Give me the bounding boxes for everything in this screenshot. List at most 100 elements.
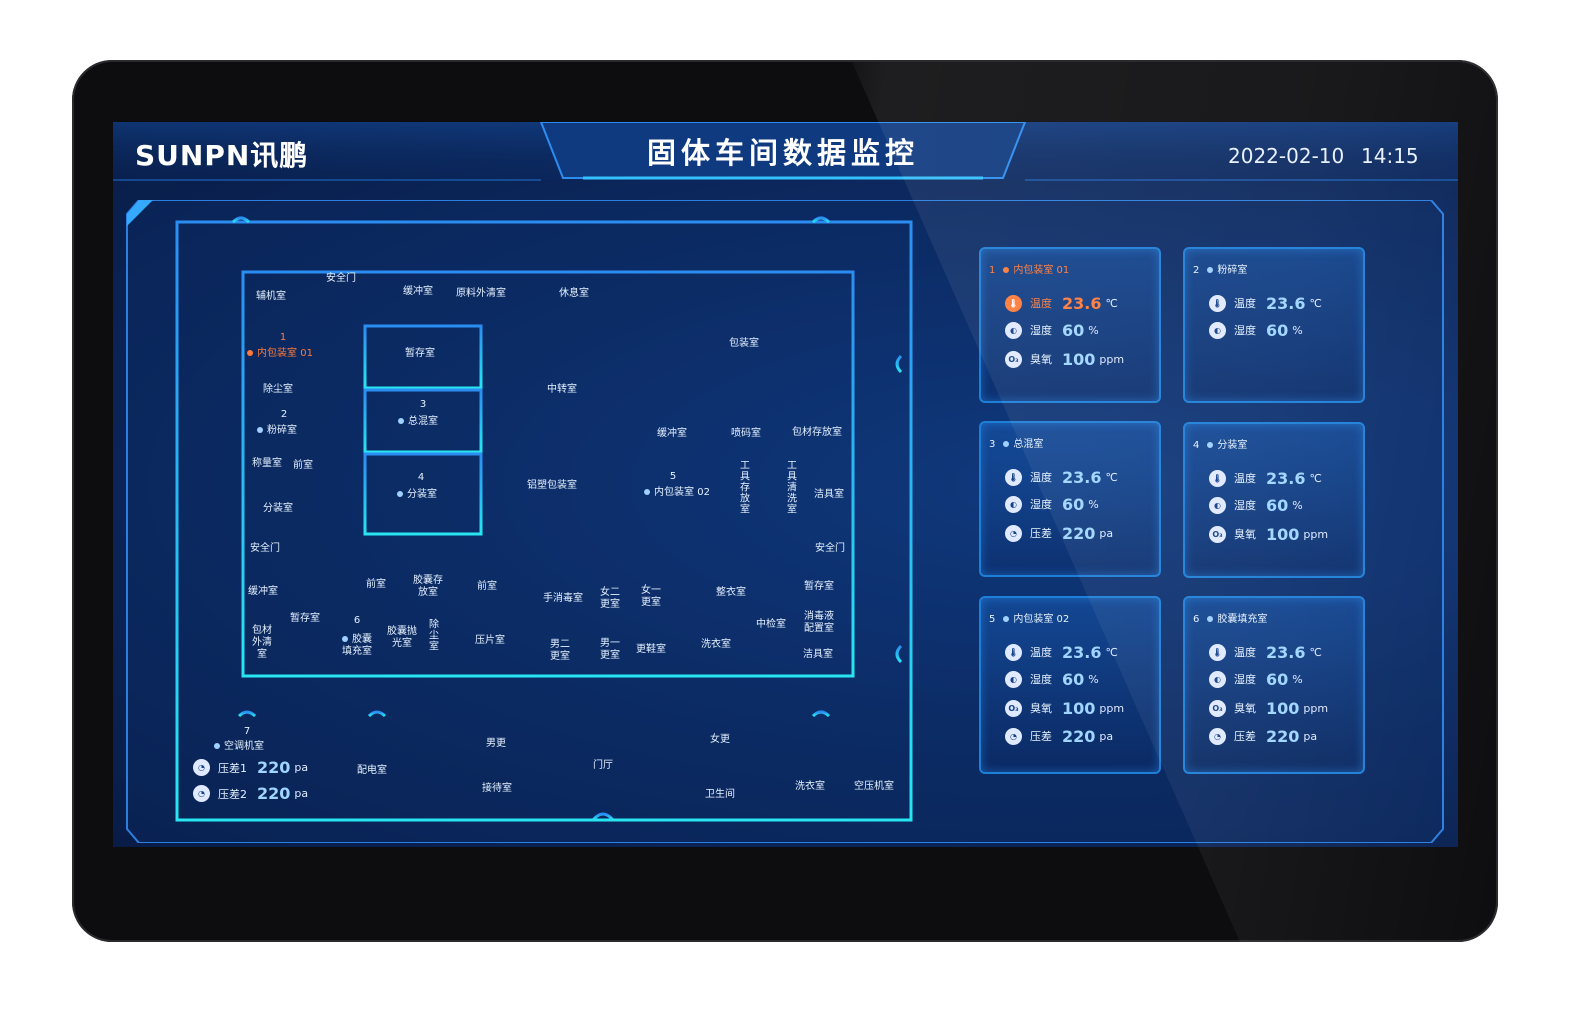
temperature-unit: ℃	[1309, 296, 1322, 310]
room-neibao02-number: 5	[669, 471, 677, 482]
pressure-value: 220	[1266, 726, 1300, 746]
ozone-icon: O₃	[1209, 699, 1226, 717]
room-nvgeng: 女更	[710, 734, 730, 745]
room-xiaodu: 消毒液配置室	[804, 611, 834, 634]
droplet-icon: ◐	[1209, 670, 1226, 688]
room-fenzhuang: 分装室	[397, 489, 437, 501]
ozone-unit: ppm	[1099, 352, 1125, 366]
room-neibao02-label: 内包装室 02	[654, 487, 710, 498]
gauge-icon: ◔	[1209, 727, 1226, 745]
aux-pressure-2-label: 压差2	[218, 787, 247, 801]
ozone-unit: ppm	[1303, 701, 1329, 715]
room-qianshi-mid: 前室	[477, 581, 497, 592]
card-number: 6	[1193, 614, 1200, 625]
room-gengxie: 更鞋室	[636, 644, 666, 655]
temperature-label: 温度	[1234, 472, 1256, 485]
room-chengliang: 称量室	[252, 458, 282, 469]
temperature-value: 23.6	[1266, 468, 1306, 488]
room-fensui: 粉碎室	[257, 425, 297, 437]
room-qianshi-left: 前室	[293, 460, 313, 471]
droplet-icon: ◐	[1005, 321, 1022, 339]
aux-pressure-1-value: 220	[257, 758, 291, 777]
temperature-unit: ℃	[1309, 471, 1322, 485]
room-nv1: 女一更室	[641, 585, 661, 608]
humidity-value: 60	[1062, 494, 1085, 514]
status-dot	[1003, 616, 1010, 622]
room-xiyi-mid: 洗衣室	[701, 639, 731, 650]
pressure-label: 压差	[1030, 527, 1052, 540]
ozone-label: 臭氧	[1234, 528, 1256, 541]
humidity-label: 湿度	[1234, 324, 1256, 337]
room-anquanmen-right: 安全门	[815, 543, 845, 554]
room-kongtiao-label: 空调机室	[224, 741, 264, 752]
status-dot	[1207, 616, 1214, 622]
pressure-unit: pa	[1099, 729, 1114, 743]
pressure-label: 压差	[1030, 730, 1052, 743]
room-jiedai: 接待室	[482, 783, 512, 794]
room-baocai-waiqing: 包材外清室	[252, 625, 272, 660]
aux-pressure-2-unit: pa	[294, 787, 309, 800]
temperature-label: 温度	[1234, 646, 1256, 659]
pressure-label: 压差	[1234, 730, 1256, 743]
room-zhengyi: 整衣室	[716, 587, 746, 598]
floor-plan	[175, 216, 913, 822]
droplet-icon: ◐	[1209, 496, 1226, 514]
room-huanchong-mid: 缓冲室	[657, 428, 687, 439]
card-room-name: 胶囊填充室	[1217, 614, 1268, 625]
room-lvsu: 铝塑包装室	[527, 480, 577, 491]
room-fenzhuang-small: 分装室	[263, 503, 293, 514]
room-zonghun-number: 3	[419, 399, 427, 410]
room-zancun-right: 暂存室	[804, 581, 834, 592]
thermometer-icon: 🌡	[1005, 294, 1022, 312]
pressure-value: 220	[1062, 726, 1096, 746]
humidity-label: 湿度	[1030, 498, 1052, 511]
thermometer-icon: 🌡	[1005, 643, 1022, 661]
humidity-value: 60	[1266, 495, 1289, 515]
thermometer-icon: 🌡	[1209, 643, 1226, 661]
card-number: 1	[989, 265, 996, 276]
room-nan1: 男一更室	[600, 638, 620, 661]
temperature-unit: ℃	[1105, 645, 1118, 659]
humidity-unit: %	[1292, 323, 1303, 337]
room-zhongjian: 中检室	[756, 619, 786, 630]
status-dot	[398, 418, 404, 424]
humidity-value: 60	[1062, 669, 1085, 689]
aux-pressure-2: ◔ 压差2 220 pa	[193, 784, 308, 803]
status-dot	[342, 636, 348, 642]
humidity-unit: %	[1088, 672, 1099, 686]
ozone-label: 臭氧	[1234, 702, 1256, 715]
status-dot	[1207, 267, 1214, 273]
temperature-label: 温度	[1030, 471, 1052, 484]
room-jiaonang-cunfang: 胶囊存放室	[413, 575, 443, 598]
room-yuanliao: 原料外清室	[456, 288, 506, 299]
humidity-unit: %	[1088, 323, 1099, 337]
status-dot	[1207, 442, 1214, 448]
humidity-unit: %	[1292, 498, 1303, 512]
room-jieju-lower: 洁具室	[803, 649, 833, 660]
ozone-unit: ppm	[1099, 701, 1125, 715]
room-xiyi-bottom: 洗衣室	[795, 781, 825, 792]
room-zhongzhuan: 中转室	[547, 384, 577, 395]
room-neibao01: 内包装室 01	[247, 348, 313, 360]
status-dot	[214, 743, 220, 749]
room-anquanmen-left: 安全门	[250, 543, 280, 554]
droplet-icon: ◐	[1005, 670, 1022, 688]
thermometer-icon: 🌡	[1209, 294, 1226, 312]
room-nan2: 男二更室	[550, 639, 570, 662]
